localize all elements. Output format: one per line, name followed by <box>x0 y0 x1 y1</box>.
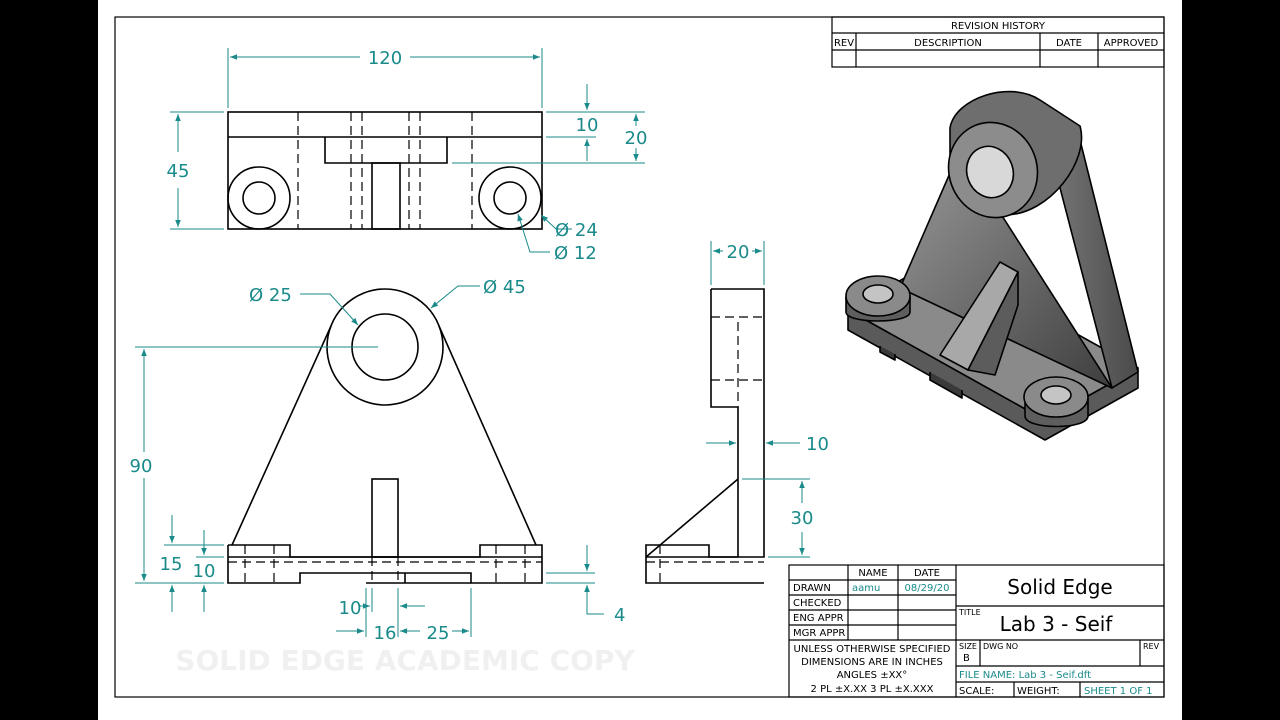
date-col-header-tb: DATE <box>914 568 940 579</box>
side-view <box>645 288 765 584</box>
academic-watermark: SOLID EDGE ACADEMIC COPY <box>175 644 635 677</box>
revision-history-title: REVISION HISTORY <box>951 21 1046 32</box>
rev-col-header: REV <box>834 38 854 49</box>
dim-side-10: 10 <box>806 434 829 455</box>
dim-height-90: 90 <box>130 456 153 477</box>
drawn-date: 08/29/20 <box>905 583 950 594</box>
row-checked: CHECKED <box>793 598 842 609</box>
weight-label: WEIGHT: <box>1017 686 1060 697</box>
dim-15: 15 <box>160 554 183 575</box>
drawing-canvas: REVISION HISTORY REV DESCRIPTION DATE AP… <box>114 16 1165 698</box>
rev-label: REV <box>1143 642 1160 651</box>
row-drawn: DRAWN <box>793 583 831 594</box>
dim-diameter-24: Ø 24 <box>555 220 598 241</box>
isometric-view <box>845 90 1139 441</box>
description-col-header: DESCRIPTION <box>914 38 982 49</box>
note-line-3: ANGLES ±XX° <box>837 670 908 681</box>
dim-20-top: 20 <box>625 128 648 149</box>
approved-col-header: APPROVED <box>1104 38 1159 49</box>
sheet-number: SHEET 1 OF 1 <box>1084 686 1153 697</box>
dim-diameter-25: Ø 25 <box>249 285 292 306</box>
dim-side-20: 20 <box>727 242 750 263</box>
dim-width-120: 120 <box>368 48 402 69</box>
note-line-4: 2 PL ±X.XX 3 PL ±X.XXX <box>811 684 934 695</box>
top-view-dimensions: 120 45 10 20 Ø 24 Ø 12 <box>167 48 648 264</box>
title-block: NAME DATE DRAWN CHECKED ENG APPR MGR APP… <box>788 564 1165 698</box>
dim-16: 16 <box>374 623 397 644</box>
size-label: SIZE <box>959 642 977 651</box>
drawn-name: aamu <box>852 583 880 594</box>
dim-diameter-12: Ø 12 <box>554 243 597 264</box>
top-view <box>227 111 543 230</box>
front-view-dimensions: 90 15 10 Ø 25 Ø 45 10 16 25 4 <box>130 277 626 644</box>
dim-10-front: 10 <box>193 561 216 582</box>
dwg-no-label: DWG NO <box>983 642 1018 651</box>
drawing-title: Lab 3 - Seif <box>1000 612 1114 636</box>
date-col-header: DATE <box>1056 38 1082 49</box>
title-label: TITLE <box>958 608 981 617</box>
side-view-dimensions: 20 10 30 <box>706 241 829 558</box>
company-name: Solid Edge <box>1007 575 1112 599</box>
size-value: B <box>963 653 970 664</box>
dim-diameter-45: Ø 45 <box>483 277 526 298</box>
dim-10-bottom: 10 <box>339 598 362 619</box>
row-eng-appr: ENG APPR <box>793 613 844 624</box>
dim-25: 25 <box>427 623 450 644</box>
dim-4: 4 <box>614 605 625 626</box>
dim-side-30: 30 <box>791 508 814 529</box>
scale-label: SCALE: <box>959 686 994 697</box>
drawing-sheet: REVISION HISTORY REV DESCRIPTION DATE AP… <box>98 0 1182 720</box>
dim-height-45: 45 <box>167 161 190 182</box>
note-line-2: DIMENSIONS ARE IN INCHES <box>801 657 943 668</box>
dim-10-top: 10 <box>576 115 599 136</box>
row-mgr-appr: MGR APPR <box>793 628 845 639</box>
front-view <box>227 288 543 584</box>
file-name: FILE NAME: Lab 3 - Seif.dft <box>959 670 1091 681</box>
revision-history-table: REVISION HISTORY REV DESCRIPTION DATE AP… <box>831 16 1165 68</box>
name-col-header: NAME <box>858 568 887 579</box>
note-line-1: UNLESS OTHERWISE SPECIFIED <box>794 644 951 655</box>
sheet-border <box>114 16 1165 698</box>
